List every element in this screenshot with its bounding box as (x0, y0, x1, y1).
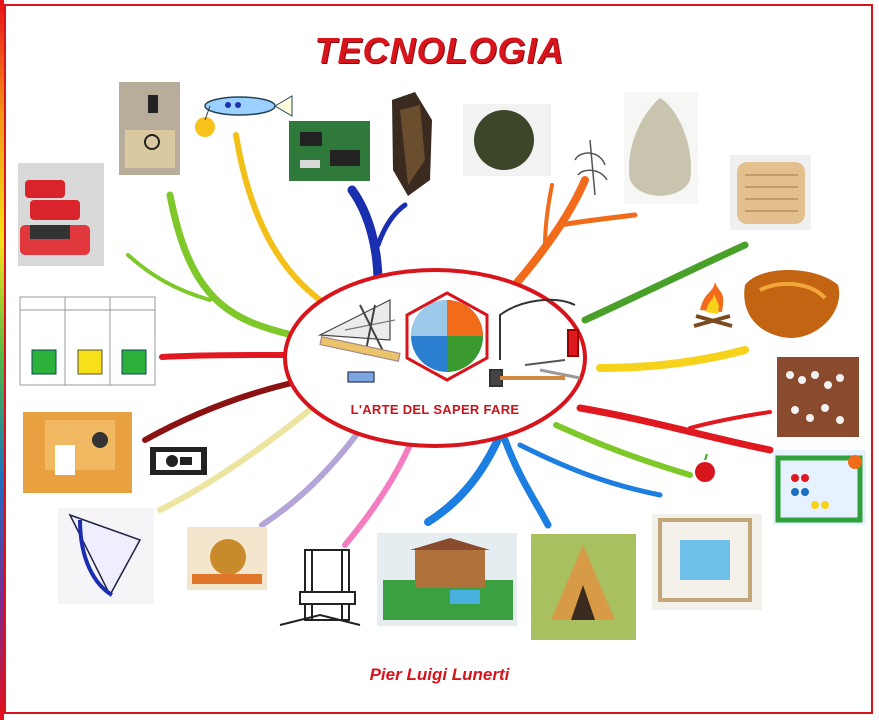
branch-lavender (259, 427, 363, 528)
branch-green-right (581, 241, 749, 324)
branch-orange-2 (557, 212, 638, 228)
abacus-colorful-image (773, 450, 866, 525)
loom-image (652, 514, 762, 610)
printing-press-image (279, 549, 361, 626)
axonometry-cubes-image (19, 296, 156, 386)
branch-blue-bottom-3 (517, 442, 663, 498)
branch-orange (511, 176, 589, 289)
branch-red-right-2 (688, 410, 772, 430)
branch-green-left-2 (126, 253, 212, 302)
abacus-brown-image (777, 357, 859, 437)
branch-darkred (142, 379, 299, 443)
branch-blue-top-2 (375, 202, 408, 248)
branch-orange-3 (543, 183, 554, 247)
center-label: L'ARTE DEL SAPER FARE (350, 402, 520, 417)
apple-image (695, 453, 715, 482)
rainbow-border (0, 0, 4, 720)
tools-icon (489, 298, 581, 387)
elements-hexagon-icon (405, 291, 489, 382)
house-model-image (377, 533, 517, 626)
red-frame (4, 4, 873, 714)
branch-yellow-right (596, 346, 749, 372)
round-stone-image (463, 104, 551, 176)
branch-green-right-low (553, 422, 693, 478)
amber-image (744, 270, 840, 338)
tipi-model-image (531, 534, 636, 640)
campfire-image (693, 282, 733, 328)
branch-green-left (166, 191, 296, 339)
protractor-image (58, 508, 154, 604)
hand-axe-image (624, 92, 698, 204)
toy-cars-image (18, 163, 104, 266)
film-icon (150, 447, 207, 475)
hand-fire-drill-image (574, 139, 608, 196)
steam-engine-image (187, 527, 267, 590)
drawing-tools-icon (317, 299, 401, 383)
author-name: Pier Luigi Lunerti (369, 665, 510, 684)
branch-blue-bottom-2 (501, 436, 552, 529)
branch-red-right (576, 404, 774, 454)
flint-stone-image (392, 92, 432, 196)
branch-blue-top (347, 185, 383, 288)
branch-pink (342, 437, 415, 548)
gear-device-image (23, 412, 132, 493)
branch-red-left (159, 352, 293, 360)
branch-yellow (233, 132, 323, 303)
clay-tablet-image (730, 155, 811, 230)
circuit-board-image (289, 121, 370, 181)
electric-circuit-image (119, 82, 180, 175)
branch-blue-bottom (424, 431, 504, 526)
branch-paleyellow (157, 405, 315, 513)
fish-toy-image (195, 95, 293, 137)
page-title: TECNOLOGIA (314, 30, 565, 71)
